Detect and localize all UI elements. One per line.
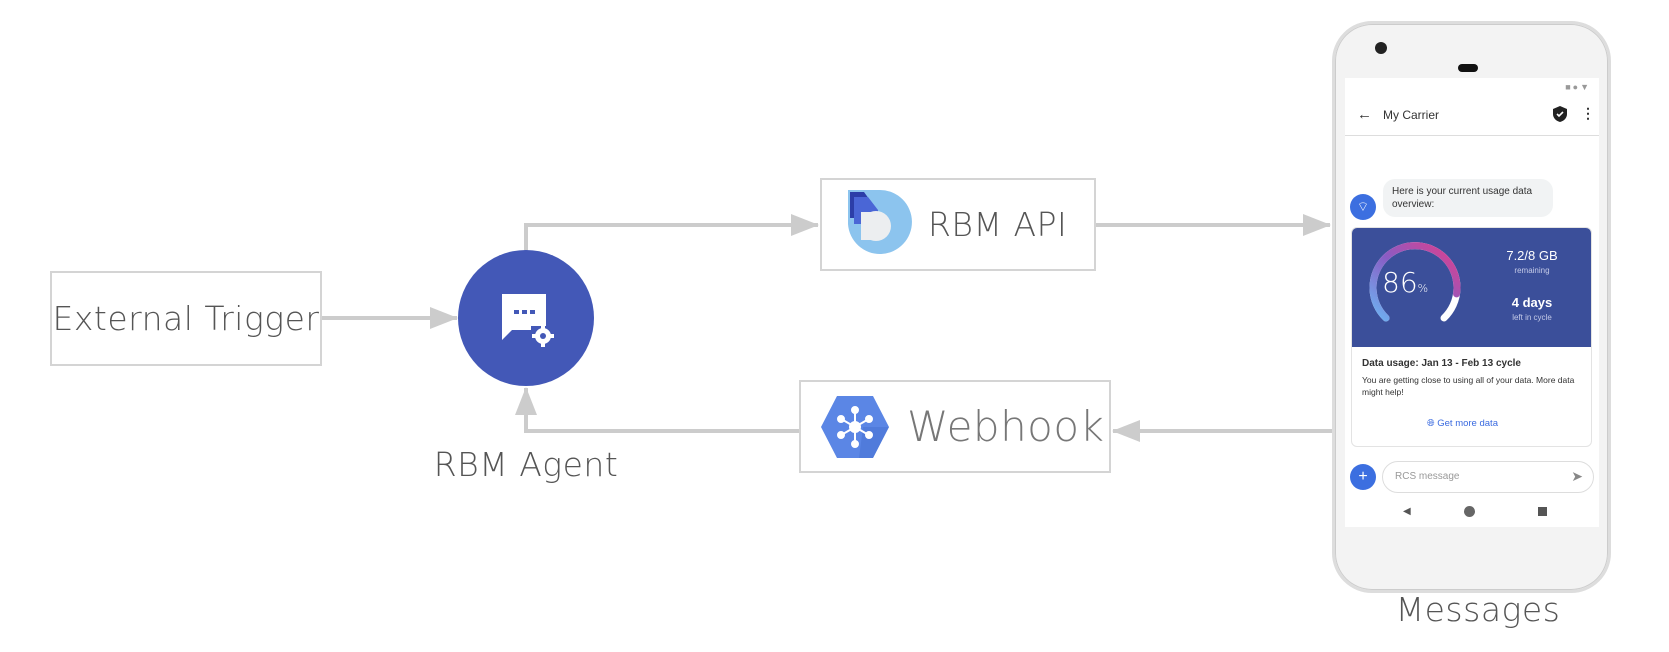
webhook-hexagon-icon (821, 395, 889, 458)
card-title: Data usage: Jan 13 - Feb 13 cycle (1362, 358, 1521, 369)
external-trigger-label: External Trigger (52, 299, 320, 338)
card-header: 86% 7.2/8 GB remaining 4 days left in cy… (1352, 228, 1591, 347)
rbm-api-node: RBM API (820, 178, 1096, 271)
bot-message-bubble: Here is your current usage data overview… (1383, 179, 1553, 217)
more-menu-icon[interactable]: ⋮ (1581, 105, 1595, 121)
rbm-api-logo-icon (848, 189, 912, 254)
arrow-webhook-to-agent (515, 387, 799, 433)
verified-shield-icon[interactable] (1553, 106, 1567, 122)
days-value: 4 days (1511, 295, 1553, 310)
messages-label: Messages (1395, 590, 1561, 629)
bot-avatar-wifi-icon: ⌔ (1350, 194, 1376, 220)
webhook-node: Webhook (799, 380, 1111, 473)
gauge-percent: 86% (1382, 266, 1429, 299)
camera-icon (1375, 42, 1387, 54)
back-arrow-icon[interactable]: ← (1357, 106, 1372, 123)
gauge-fill (1369, 242, 1461, 322)
send-icon[interactable]: ➤ (1571, 468, 1583, 484)
speaker (1458, 64, 1478, 72)
rbm-agent-label: RBM Agent (433, 445, 619, 484)
get-more-data-button[interactable]: 🌐︎ Get more data (1427, 418, 1498, 429)
app-bar-title: My Carrier (1383, 108, 1439, 122)
webhook-label: Webhook (907, 402, 1105, 451)
app-bar-divider (1345, 135, 1599, 136)
nav-home-icon[interactable] (1464, 506, 1475, 517)
nav-recents-icon[interactable] (1538, 507, 1547, 516)
usage-rich-card: 86% 7.2/8 GB remaining 4 days left in cy… (1351, 227, 1592, 447)
chat-settings-icon (502, 294, 554, 347)
add-attachment-button[interactable]: + (1350, 464, 1376, 490)
arrow-agent-to-api (524, 214, 819, 252)
messages-screen: ■●▼ ← My Carrier ⋮ ⌔ Here is your curren… (1345, 78, 1599, 527)
message-input[interactable]: RCS message ➤ (1382, 461, 1594, 493)
days-label: left in cycle (1512, 313, 1552, 322)
usage-gauge (1369, 242, 1461, 322)
status-icons: ■●▼ (1565, 82, 1591, 92)
message-input-placeholder: RCS message (1395, 471, 1460, 482)
remaining-label: remaining (1514, 266, 1550, 275)
external-trigger-node: External Trigger (50, 271, 322, 366)
rbm-api-label: RBM API (928, 205, 1068, 244)
remaining-value: 7.2/8 GB (1506, 248, 1558, 263)
card-body: You are getting close to using all of yo… (1362, 375, 1575, 397)
globe-icon: 🌐︎ (1427, 418, 1438, 429)
nav-back-icon[interactable]: ◀ (1403, 506, 1411, 517)
rbm-agent-node (458, 250, 594, 386)
